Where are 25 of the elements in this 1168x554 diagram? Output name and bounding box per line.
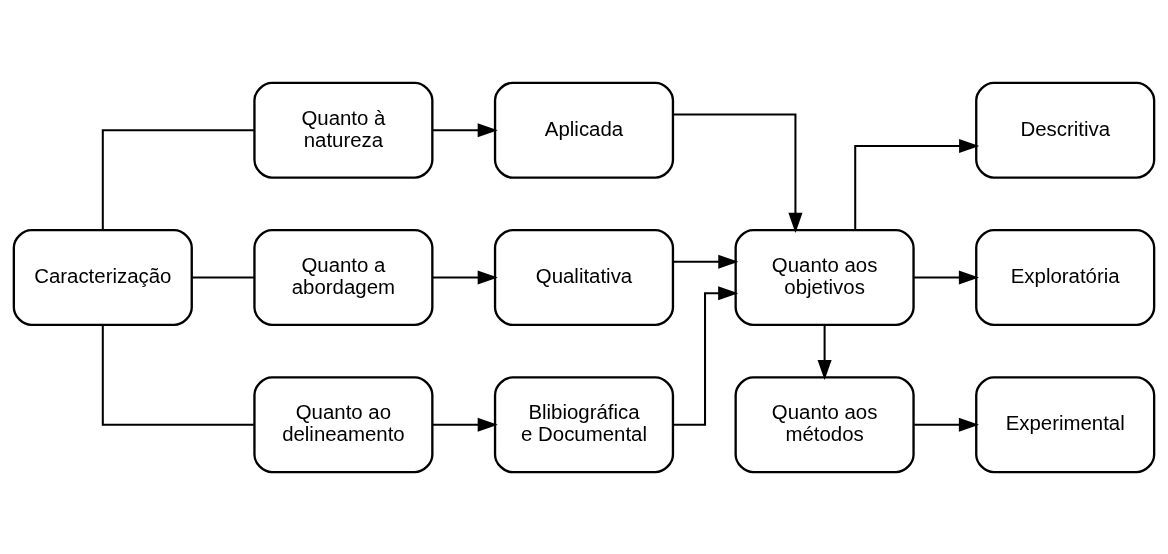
node-box: Quanto aos objetivos [734, 228, 915, 326]
connector [101, 128, 254, 230]
arrow [673, 254, 739, 269]
arrow [433, 269, 498, 285]
node-box: Quanto ao delineamento [253, 375, 434, 473]
node-box: Descritiva [975, 81, 1156, 179]
arrow [914, 417, 979, 432]
connector [192, 276, 255, 278]
arrow [817, 324, 832, 380]
arrow [854, 138, 980, 230]
arrow [673, 285, 739, 426]
arrow [673, 112, 803, 233]
node-box: Quanto aos métodos [734, 375, 915, 473]
arrow [433, 122, 498, 137]
arrow [433, 417, 498, 432]
node-box: Aplicada [493, 81, 675, 179]
node-box: Blibiográfica e Documental [493, 375, 675, 473]
node-box: Caracterização [12, 228, 193, 326]
node-box: Quanto à natureza [253, 81, 434, 179]
node-box: Experimental [975, 375, 1156, 473]
connector [101, 324, 254, 426]
node-box: Quanto a abordagem [253, 228, 434, 326]
node-box: Qualitativa [493, 228, 675, 326]
arrow [914, 269, 979, 285]
node-box: Exploratória [975, 228, 1156, 326]
